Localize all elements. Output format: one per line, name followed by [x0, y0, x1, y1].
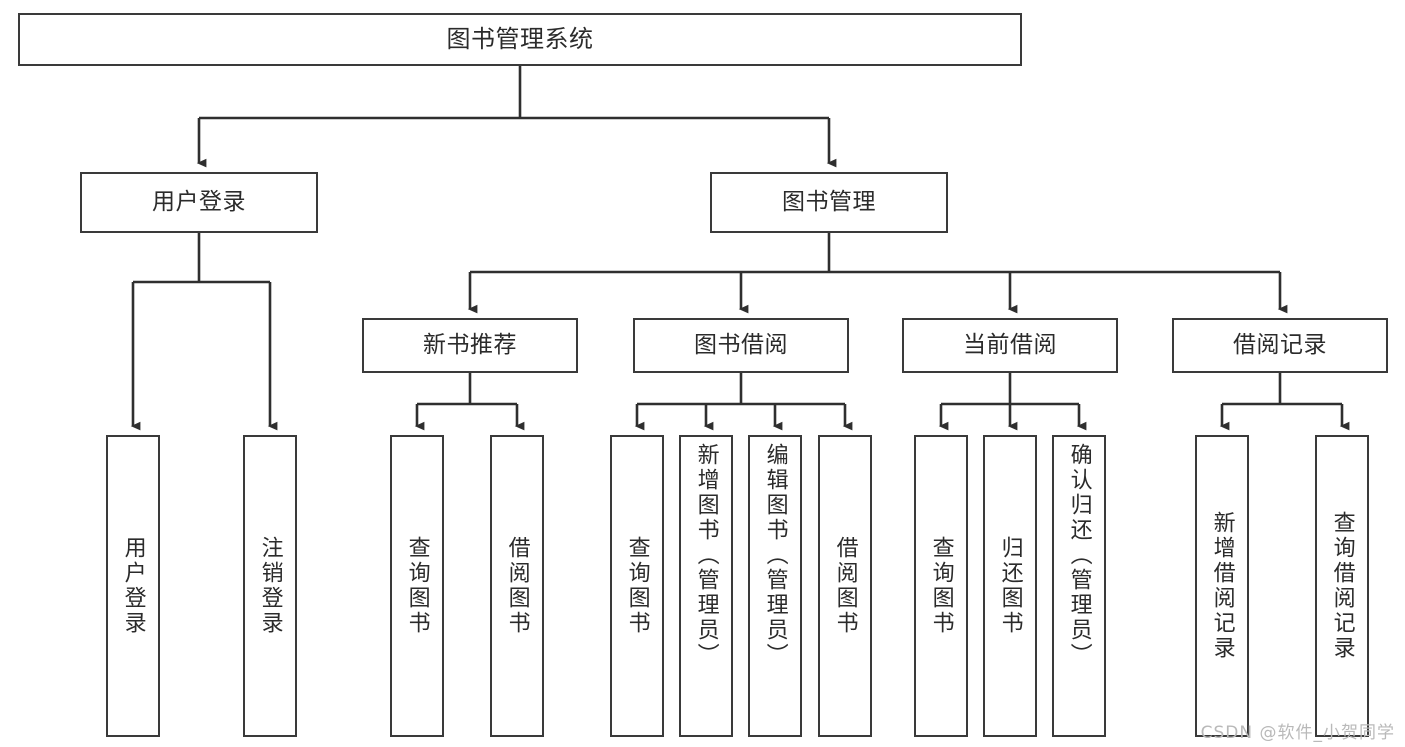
node-label: 借阅图书: [832, 536, 858, 636]
node-label: 编辑图书（管理员）: [762, 443, 788, 668]
node-leaf-logout-login[interactable]: 注销登录: [243, 435, 297, 737]
node-leaf-add-book[interactable]: 新增图书（管理员）: [679, 435, 733, 737]
node-label: 查询图书: [624, 536, 650, 636]
node-label: 借阅图书: [504, 536, 530, 636]
node-leaf-user-login[interactable]: 用户登录: [106, 435, 160, 737]
node-leaf-query-record[interactable]: 查询借阅记录: [1315, 435, 1369, 737]
node-borrow-record[interactable]: 借阅记录: [1172, 318, 1388, 373]
node-label: 查询借阅记录: [1329, 511, 1355, 661]
node-label: 新书推荐: [423, 331, 517, 358]
node-label: 注销登录: [257, 536, 283, 636]
node-label: 查询图书: [928, 536, 954, 636]
node-leaf-add-record[interactable]: 新增借阅记录: [1195, 435, 1249, 737]
node-label: 图书管理系统: [446, 25, 594, 54]
node-label: 借阅记录: [1233, 331, 1327, 358]
node-leaf-query-book-3[interactable]: 查询图书: [914, 435, 968, 737]
watermark-text: CSDN @软件_小贺同学: [1200, 723, 1395, 743]
node-leaf-borrow-book-2[interactable]: 借阅图书: [818, 435, 872, 737]
node-new-book-recommend[interactable]: 新书推荐: [362, 318, 578, 373]
node-leaf-query-book-2[interactable]: 查询图书: [610, 435, 664, 737]
node-leaf-query-book-1[interactable]: 查询图书: [390, 435, 444, 737]
node-leaf-return-book[interactable]: 归还图书: [983, 435, 1037, 737]
node-label: 用户登录: [120, 536, 146, 636]
node-leaf-confirm-return[interactable]: 确认归还（管理员）: [1052, 435, 1106, 737]
node-label: 图书管理: [782, 188, 876, 215]
node-label: 当前借阅: [963, 331, 1057, 358]
node-book-manage[interactable]: 图书管理: [710, 172, 948, 233]
node-leaf-edit-book[interactable]: 编辑图书（管理员）: [748, 435, 802, 737]
node-book-borrow[interactable]: 图书借阅: [633, 318, 849, 373]
node-label: 图书借阅: [694, 331, 788, 358]
node-label: 查询图书: [404, 536, 430, 636]
node-user-login[interactable]: 用户登录: [80, 172, 318, 233]
node-label: 新增图书（管理员）: [693, 443, 719, 668]
node-leaf-borrow-book-1[interactable]: 借阅图书: [490, 435, 544, 737]
node-label: 用户登录: [152, 188, 246, 215]
node-label: 新增借阅记录: [1209, 511, 1235, 661]
node-current-borrow[interactable]: 当前借阅: [902, 318, 1118, 373]
node-root-system[interactable]: 图书管理系统: [18, 13, 1022, 66]
node-label: 归还图书: [997, 536, 1023, 636]
node-label: 确认归还（管理员）: [1066, 443, 1092, 668]
